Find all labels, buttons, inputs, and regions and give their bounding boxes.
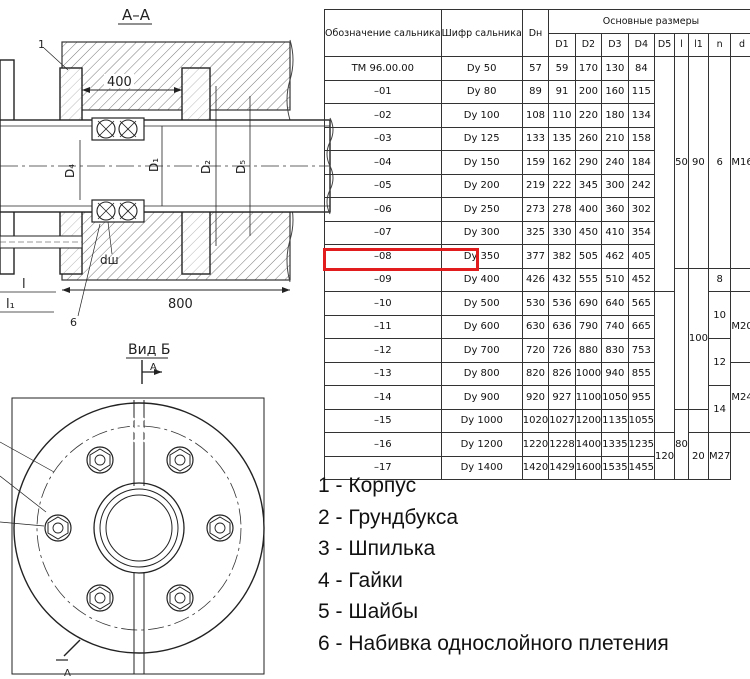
table-header: Основные размеры (548, 9, 750, 34)
table-header: l1 (687, 32, 709, 57)
dim-800: 800 (168, 297, 193, 312)
table-header: D4 (627, 32, 656, 57)
section-title: A–A (122, 6, 151, 24)
dim-D1: D₁ (147, 158, 161, 172)
cell-d-m20: M20 (730, 291, 750, 363)
table-header: n (707, 32, 732, 57)
section-marker-top: A (150, 362, 157, 373)
packing-bottom (91, 199, 145, 223)
dim-400: 400 (107, 75, 132, 90)
table-header: D3 (601, 32, 629, 57)
cell-l-50: 50 (674, 56, 689, 269)
table-header: d (730, 32, 750, 57)
legend-item: 2 - Грундбукса (318, 505, 458, 529)
table-header: l (674, 32, 689, 57)
spec-table: Обозначение сальника Шифр сальника Dн Ос… (324, 9, 750, 480)
cell-d-m24: M24 (730, 361, 750, 433)
parts-legend: 1 - Корпус 2 - Грундбукса 3 - Шпилька 4 … (318, 470, 669, 659)
bolt (86, 446, 114, 474)
cell-n-8: 8 (707, 267, 732, 292)
cell-n-14: 14 (707, 385, 732, 433)
legend-item: 1 - Корпус (318, 474, 417, 497)
pipe (0, 119, 331, 213)
dim-D5: D₅ (234, 160, 248, 174)
cell-n-20: 20 (687, 432, 709, 480)
cell-l1-90: 90 (687, 56, 709, 269)
cell-l1-120: 120 (654, 432, 676, 480)
section-marker-bottom: A (64, 668, 71, 679)
cell-l-80: 80 (674, 408, 689, 480)
section-view: A–A (0, 6, 334, 329)
cell-n-12: 12 (707, 338, 732, 386)
cell-n-10: 10 (707, 291, 732, 339)
bolt (166, 446, 194, 474)
packing-top (91, 117, 145, 141)
callout-6: 6 (70, 316, 77, 329)
table-header: D1 (548, 32, 576, 57)
dim-dw: dш (100, 253, 119, 267)
dim-D4: D₄ (63, 164, 77, 178)
cell-d-m16: M16 (730, 56, 750, 269)
bolt (166, 584, 194, 612)
table-header: D2 (574, 32, 603, 57)
dim-l1: l₁ (6, 297, 15, 312)
bolt (44, 514, 72, 542)
callout-1: 1 (38, 38, 45, 51)
legend-item: 6 - Набивка однослойного плетения (318, 631, 669, 655)
flange-view: Вид Б A (0, 342, 265, 679)
bolt (86, 584, 114, 612)
housing-top (61, 41, 291, 111)
cell-d-m27: M27 (707, 432, 732, 480)
legend-item: 4 - Гайки (318, 568, 403, 592)
bolt (206, 514, 234, 542)
cell-l1-100: 100 (687, 267, 709, 410)
table-header: Шифр сальника (440, 9, 523, 57)
table-header: Dн (521, 9, 550, 57)
legend-item: 3 - Шпилька (318, 537, 436, 560)
table-header: D5 (654, 32, 676, 57)
dim-l: l (22, 277, 26, 292)
cell-n-6: 6 (707, 56, 732, 269)
dim-D2: D₂ (199, 160, 213, 174)
flange-bore (93, 482, 185, 574)
view-title: Вид Б (128, 342, 170, 358)
table-header: Обозначение сальника (324, 9, 442, 57)
legend-item: 5 - Шайбы (318, 600, 419, 623)
